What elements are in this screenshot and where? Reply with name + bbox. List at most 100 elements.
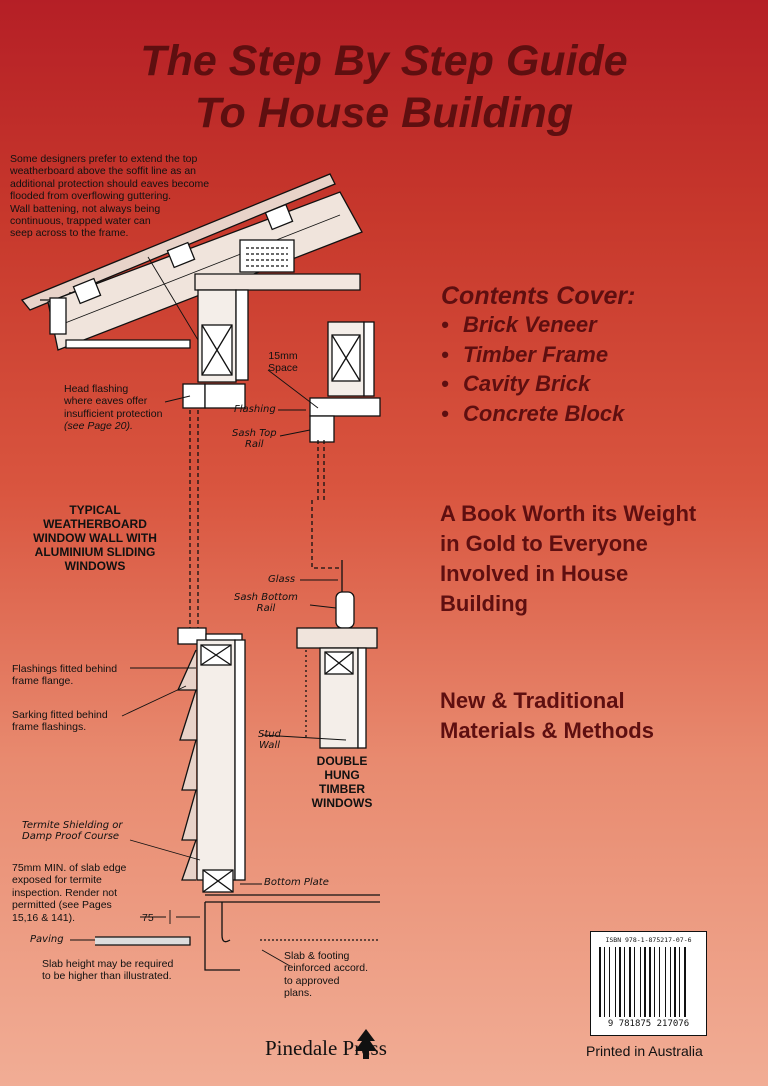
vent <box>239 239 295 273</box>
note-line: reinforced accord. <box>284 962 369 975</box>
barcode-bar <box>615 947 616 1017</box>
note-line: to be higher than illustrated. <box>42 970 172 983</box>
note-line: frame flashings. <box>12 721 87 734</box>
barcode-bar <box>665 947 666 1017</box>
barcode-bar <box>684 947 686 1017</box>
contents-item: •Brick Veneer <box>441 310 624 340</box>
promo-line: New & Traditional <box>440 688 625 713</box>
barcode-bar <box>681 947 683 1017</box>
label-line: TIMBER <box>319 782 365 796</box>
contents-item: • Timber Frame <box>441 340 624 370</box>
flashings-fitted-note: Flashings fitted behind frame flange. <box>12 663 142 688</box>
barcode-bar <box>656 947 658 1017</box>
note-line: Slab height may be required <box>42 958 174 970</box>
note-line: insufficient protection <box>64 407 163 420</box>
paving-label: Paving <box>30 934 64 945</box>
note-line: Slab & footing <box>284 950 350 962</box>
barcode-bar <box>649 947 651 1017</box>
barcode-bar <box>647 947 648 1017</box>
barcode-bar <box>604 947 605 1017</box>
note-line: exposed for termite <box>12 874 102 887</box>
bullet: • <box>441 371 449 396</box>
barcode-bar <box>674 947 676 1017</box>
note-line: Space <box>268 362 298 375</box>
label-line: Rail <box>256 603 276 614</box>
title-line-2: To House Building <box>194 89 574 137</box>
top-note-line: Some designers prefer to extend the top <box>10 153 198 165</box>
barcode-bar <box>670 947 671 1017</box>
barcode-bar <box>624 947 625 1017</box>
head-flashing-note: Head flashing where eaves offer insuffic… <box>64 383 184 433</box>
note-line: 15mm <box>268 350 298 362</box>
barcode-bar <box>667 947 669 1017</box>
flashing-label: Flashing <box>234 404 276 415</box>
barcode-bar <box>640 947 641 1017</box>
label-line: WEATHERBOARD <box>43 517 147 531</box>
label-line: HUNG <box>324 768 360 782</box>
promo-line: Building <box>440 591 528 616</box>
sash-bottom-rail-label: Sash Bottom Rail <box>234 592 298 614</box>
isbn-barcode: ISBN 978-1-875217-07-6 9 781875 217076 <box>590 931 707 1036</box>
label-line: WINDOW WALL WITH <box>33 531 157 545</box>
barcode-bars <box>599 947 698 1017</box>
contents-item-label: Brick Veneer <box>463 312 597 337</box>
promo-line: in Gold to Everyone <box>440 531 648 556</box>
note-line: 75mm MIN. of slab edge <box>12 862 127 874</box>
label-line: Wall <box>258 740 280 751</box>
contents-item-label: Cavity Brick <box>463 371 591 396</box>
note-line: inspection. Render not <box>12 886 118 899</box>
contents-item-label: Timber Frame <box>463 341 609 367</box>
bottom-plate-label: Bottom Plate <box>264 877 329 888</box>
promo-materials: New & Traditional Materials & Methods <box>440 686 760 746</box>
stud-wall-left <box>196 639 236 881</box>
barcode-bar <box>609 947 610 1017</box>
note-line: permitted (see Pages <box>12 899 112 912</box>
barcode-bar <box>687 947 688 1017</box>
glass-label: Glass <box>268 574 296 585</box>
barcode-bar <box>679 947 680 1017</box>
top-note-line: additional protection should eaves becom… <box>10 177 210 190</box>
termite-shielding-label: Termite Shielding or Damp Proof Course <box>22 820 123 842</box>
barcode-bar <box>672 947 673 1017</box>
label-line: DOUBLE <box>316 754 368 768</box>
barcode-bar <box>652 947 653 1017</box>
label-line: Sash Bottom <box>234 592 298 603</box>
contents-list: •Brick Veneer • Timber Frame • Cavity Bric… <box>441 310 624 428</box>
note-line: where eaves offer <box>64 395 148 408</box>
contents-heading: Contents Cover: <box>441 282 636 310</box>
note-line: plans. <box>284 987 313 1000</box>
top-note-line: Wall battening, not always being <box>10 202 161 215</box>
printed-in: Printed in Australia <box>586 1043 703 1059</box>
barcode-bar <box>602 947 603 1017</box>
top-note-line: seep across to the frame. <box>10 227 129 240</box>
roof-sheet <box>20 173 336 311</box>
promo-line: Materials & Methods <box>440 718 654 743</box>
slab-height-note: Slab height may be required to be higher… <box>42 958 212 983</box>
pine-tree-icon <box>355 1029 377 1059</box>
contents-item: • Cavity Brick <box>441 369 624 399</box>
note-line: Flashings fitted behind <box>12 663 118 675</box>
barcode-bar <box>629 947 631 1017</box>
label-line: WINDOWS <box>64 559 126 573</box>
barcode-bar <box>611 947 614 1017</box>
slab-edge-note: 75mm MIN. of slab edge exposed for termi… <box>12 862 152 924</box>
sash-top-rail-label: Sash Top Rail <box>232 428 277 450</box>
barcode-bar <box>661 947 664 1017</box>
barcode-bar <box>636 947 639 1017</box>
contents-item-label: Concrete Block <box>463 400 625 426</box>
weatherboard-label: TYPICAL WEATHERBOARD WINDOW WALL WITH AL… <box>28 503 162 573</box>
title-line-1: The Step By Step Guide <box>140 37 628 85</box>
double-hung-label: DOUBLE HUNG TIMBER WINDOWS <box>302 754 382 810</box>
promo-line: A Book Worth its Weight <box>440 501 697 526</box>
note-line: Head flashing <box>64 383 129 395</box>
promo-worth-its-weight: A Book Worth its Weight in Gold to Every… <box>440 499 760 619</box>
bullet: • <box>441 341 449 367</box>
label-line: ALUMINIUM SLIDING <box>34 545 156 559</box>
dim-75: 75 <box>142 912 154 924</box>
barcode-bar <box>632 947 633 1017</box>
note-line: Sarking fitted behind <box>12 709 108 721</box>
top-note-line: continuous, trapped water can <box>10 215 151 228</box>
slab-footing-note: Slab & footing reinforced accord. to app… <box>284 950 394 1000</box>
barcode-bar <box>599 947 601 1017</box>
